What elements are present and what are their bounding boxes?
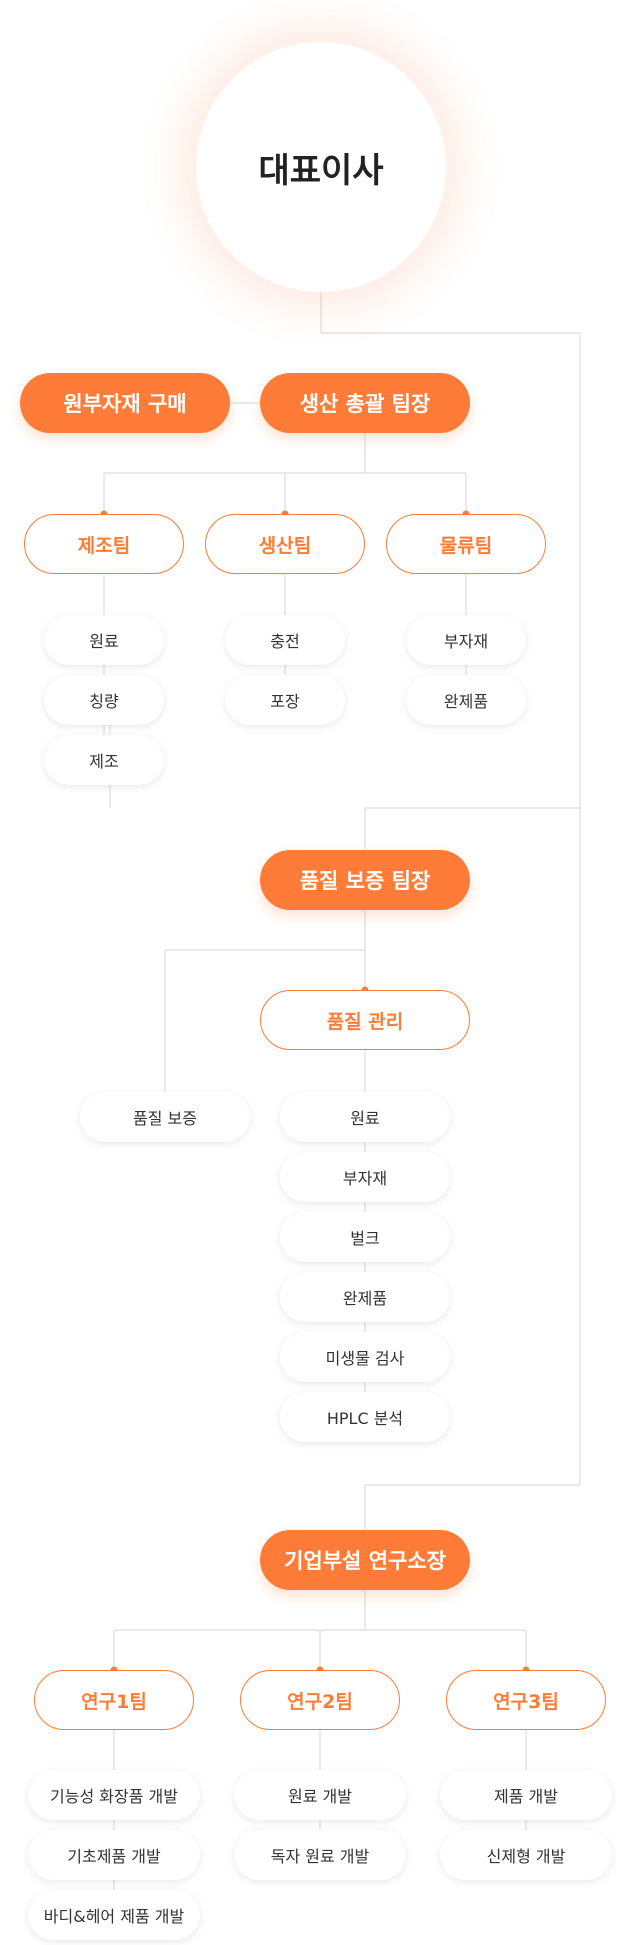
team-logistics: 물류팀 [386, 514, 546, 574]
quality-assurance-item: 품질 보증 [80, 1092, 250, 1142]
team-label: 물류팀 [439, 534, 493, 557]
list-item: 미생물 검사 [280, 1332, 450, 1382]
team-label: 제조팀 [77, 534, 131, 557]
list-item: 기능성 화장품 개발 [28, 1770, 200, 1820]
list-item: 부자재 [280, 1152, 450, 1202]
list-item: 충전 [225, 615, 345, 665]
list-item: 제조 [44, 735, 164, 785]
team-research-1: 연구1팀 [34, 1670, 194, 1730]
team-label: 연구3팀 [493, 1690, 559, 1713]
list-item: 벌크 [280, 1212, 450, 1262]
research-head-node: 기업부설 연구소장 [260, 1530, 470, 1590]
list-item: 포장 [225, 675, 345, 725]
list-item: 칭량 [44, 675, 164, 725]
list-item: 완제품 [406, 675, 526, 725]
quality-head-node: 품질 보증 팀장 [260, 850, 470, 910]
list-item: 바디&헤어 제품 개발 [28, 1890, 200, 1940]
team-label: 생산팀 [258, 534, 312, 557]
list-item: 부자재 [406, 615, 526, 665]
ceo-node: 대표이사 [196, 42, 446, 292]
team-research-3: 연구3팀 [446, 1670, 606, 1730]
list-item: 완제품 [280, 1272, 450, 1322]
team-label: 연구1팀 [81, 1690, 147, 1713]
team-production: 생산팀 [205, 514, 365, 574]
purchase-node: 원부자재 구매 [20, 373, 230, 433]
team-label: 연구2팀 [287, 1690, 353, 1713]
list-item: 기초제품 개발 [28, 1830, 200, 1880]
team-label: 품질 관리 [326, 1010, 404, 1033]
ceo-label: 대표이사 [258, 150, 384, 191]
list-item: 제품 개발 [440, 1770, 612, 1820]
team-research-2: 연구2팀 [240, 1670, 400, 1730]
research-head-label: 기업부설 연구소장 [284, 1549, 446, 1573]
team-manufacturing: 제조팀 [24, 514, 184, 574]
list-item: 신제형 개발 [440, 1830, 612, 1880]
list-item: 독자 원료 개발 [234, 1830, 406, 1880]
list-item: HPLC 분석 [280, 1392, 450, 1442]
purchase-label: 원부자재 구매 [63, 392, 187, 416]
list-item: 원료 [44, 615, 164, 665]
production-head-label: 생산 총괄 팀장 [299, 392, 431, 416]
production-head-node: 생산 총괄 팀장 [260, 373, 470, 433]
list-item: 원료 개발 [234, 1770, 406, 1820]
quality-head-label: 품질 보증 팀장 [299, 869, 431, 893]
list-item: 원료 [280, 1092, 450, 1142]
team-quality-management: 품질 관리 [260, 990, 470, 1050]
